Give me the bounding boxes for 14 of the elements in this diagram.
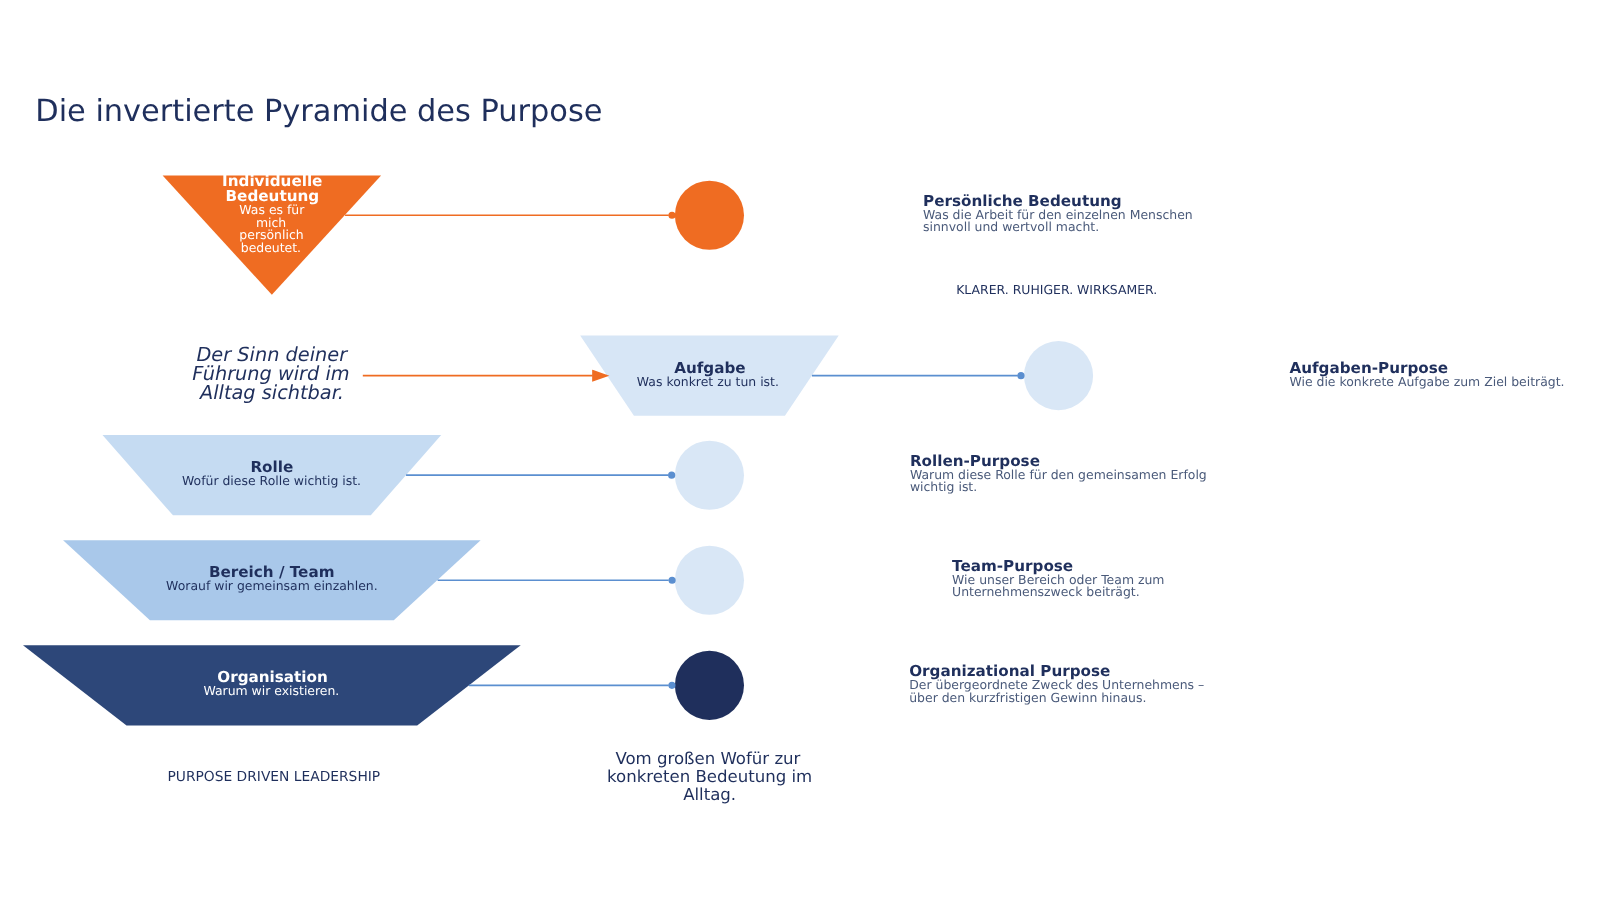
label: Vom großen Wofür zur konkreten Bedeutung im Alltag. [607, 747, 813, 804]
connector [468, 680, 676, 688]
connector [344, 210, 676, 218]
node-circle [674, 439, 744, 509]
arrow [361, 368, 610, 381]
node-circle [674, 544, 744, 614]
node-text: Der Sinn deiner Führung wird im Alltag sichtbar. [192, 343, 350, 405]
connector [436, 575, 676, 583]
node-circle [674, 179, 744, 249]
connector [405, 470, 676, 478]
node-circle [674, 649, 744, 719]
diagram-title: Die invertierte Pyramide des Purpose [35, 92, 603, 129]
node-circle [1024, 340, 1094, 410]
connector [811, 371, 1025, 379]
